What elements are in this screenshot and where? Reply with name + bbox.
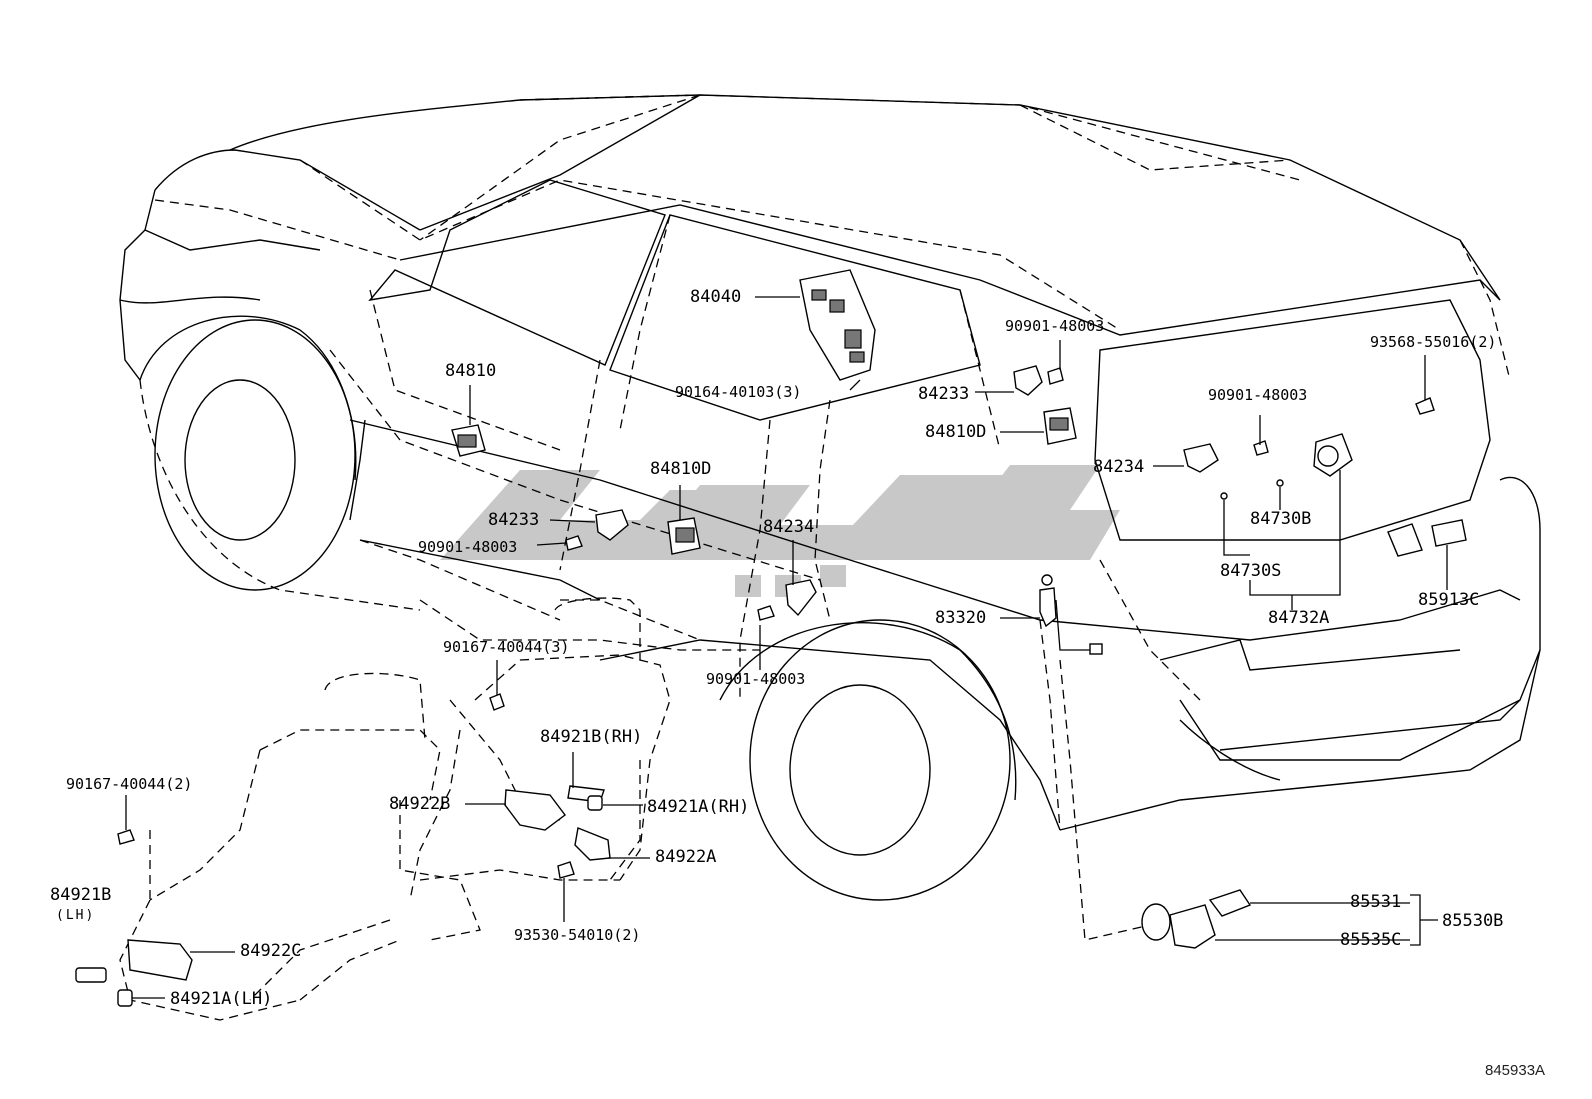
label-84921b-rh: 84921B(RH): [540, 727, 643, 747]
label-84730b: 84730B: [1250, 509, 1312, 529]
diagram-id: 845933A: [1485, 1062, 1546, 1079]
label-84922a: 84922A: [655, 847, 717, 867]
label-85913c: 85913C: [1418, 590, 1480, 610]
label-84922b: 84922B: [389, 794, 451, 814]
vehicle-body: [119, 94, 1541, 901]
label-84233-right: 84233: [918, 384, 970, 404]
label-90167-40044-2: 90167-40044(2): [66, 775, 193, 793]
label-84810d-right: 84810D: [925, 422, 987, 442]
label-84810: 84810: [445, 361, 497, 381]
label-84040: 84040: [690, 287, 742, 307]
label-83320: 83320: [935, 608, 987, 628]
label-90901-48003-bottom: 90901-48003: [706, 670, 806, 688]
label-84810d-left: 84810D: [650, 459, 712, 479]
label-84233-left: 84233: [488, 510, 540, 530]
leader-lines: [125, 296, 1448, 999]
label-84234-left: 84234: [763, 517, 815, 537]
label-90901-48003-left: 90901-48003: [418, 538, 518, 556]
label-84921a-rh: 84921A(RH): [647, 797, 750, 817]
parts-shapes: [75, 269, 1467, 1007]
label-93530-54010: 93530-54010(2): [514, 926, 641, 944]
label-90901-48003-right: 90901-48003: [1208, 386, 1308, 404]
label-93568-55016: 93568-55016(2): [1370, 333, 1497, 351]
label-84730s: 84730S: [1220, 561, 1282, 581]
label-90164-40103: 90164-40103(3): [675, 383, 802, 401]
label-84732a: 84732A: [1268, 608, 1330, 628]
label-lh: (LH): [56, 908, 96, 923]
label-90901-48003-top: 90901-48003: [1005, 317, 1105, 335]
label-84922c: 84922C: [240, 941, 302, 961]
label-84921b-lh: 84921B: [50, 885, 112, 905]
watermark-logo: [440, 465, 1120, 597]
label-84921a-lh: 84921A(LH): [170, 989, 273, 1009]
label-85535c: 85535C: [1340, 930, 1402, 950]
label-84234-right: 84234: [1093, 457, 1145, 477]
label-85530b: 85530B: [1442, 911, 1504, 931]
label-90167-40044-3: 90167-40044(3): [443, 638, 570, 656]
label-85531: 85531: [1350, 892, 1402, 912]
